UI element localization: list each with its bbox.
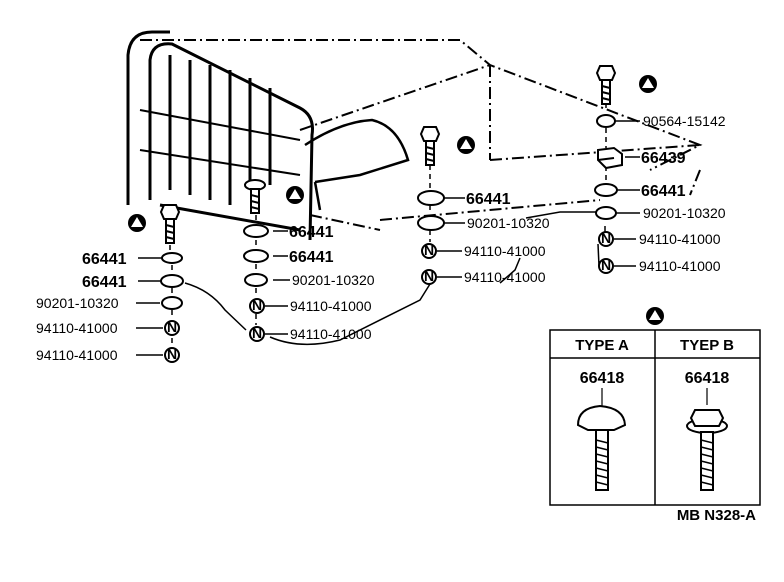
type-b-part: 66418 [685,370,730,387]
nut-icon: N [249,297,265,314]
hex-bolt-icon [686,409,728,491]
clip-part [597,146,623,170]
svg-text:N: N [424,268,434,284]
triangle-markers [128,75,664,325]
callout-labels: 90564-15142 66439 66441 90201-10320 9411… [36,113,726,363]
triangle-a-icon [128,214,146,232]
part-label: 94110-41000 [464,269,546,285]
svg-text:N: N [252,325,262,341]
svg-text:N: N [252,297,262,313]
part-label: 94110-41000 [639,258,721,274]
triangle-a-icon [646,307,664,325]
part-label: 94110-41000 [639,231,721,247]
svg-text:N: N [601,230,611,246]
leader-lines [136,120,640,356]
bolt-type-legend: TYPE A TYEP B 66418 66418 [549,329,761,506]
bolt-stack-center [419,126,441,166]
part-label: 90201-10320 [292,272,375,288]
triangle-a-icon [457,136,475,154]
svg-text:N: N [601,257,611,273]
part-label: 66441 [82,274,127,291]
type-a-title: TYPE A [575,337,629,354]
part-label: 90201-10320 [467,215,550,231]
part-label: 90201-10320 [36,295,119,311]
part-label: 66441 [289,224,334,241]
part-label: 94110-41000 [36,320,118,336]
figure-code: MB N328-A [677,507,756,524]
bolt-stack-middle-left [244,179,266,214]
part-label: 66441 [289,249,334,266]
type-a-part: 66418 [580,370,625,387]
part-label: 66441 [82,251,127,268]
bolt-stack-left [159,204,181,244]
triangle-a-icon [286,186,304,204]
part-label: 90564-15142 [643,113,726,129]
part-label: 94110-41000 [290,326,372,342]
part-label: 94110-41000 [464,243,546,259]
part-label: 66441 [466,191,511,208]
wheel-housing [304,118,410,211]
svg-text:N: N [167,319,177,335]
nut-icon: N [249,325,265,342]
part-label: 66441 [641,183,686,200]
washers [160,114,618,310]
svg-text:N: N [424,242,434,258]
svg-text:N: N [167,346,177,362]
headboard-rack [126,30,314,241]
nut-icon: N [598,257,614,274]
nut-icon: N [164,346,180,363]
nut-icon: N [598,230,614,247]
nut-markers: N N N N N N N N [164,230,614,363]
part-label: 94110-41000 [290,298,372,314]
part-label: 66439 [641,150,686,167]
nut-icon: N [421,242,437,259]
t-bolt-icon [576,404,627,491]
nut-icon: N [421,268,437,285]
part-label: 94110-41000 [36,347,118,363]
bolt-stack-right [595,65,617,105]
truck-bed-outline [140,39,703,231]
nut-icon: N [164,319,180,336]
triangle-a-icon [639,75,657,93]
part-label: 90201-10320 [643,205,726,221]
type-b-title: TYEP B [680,337,734,354]
